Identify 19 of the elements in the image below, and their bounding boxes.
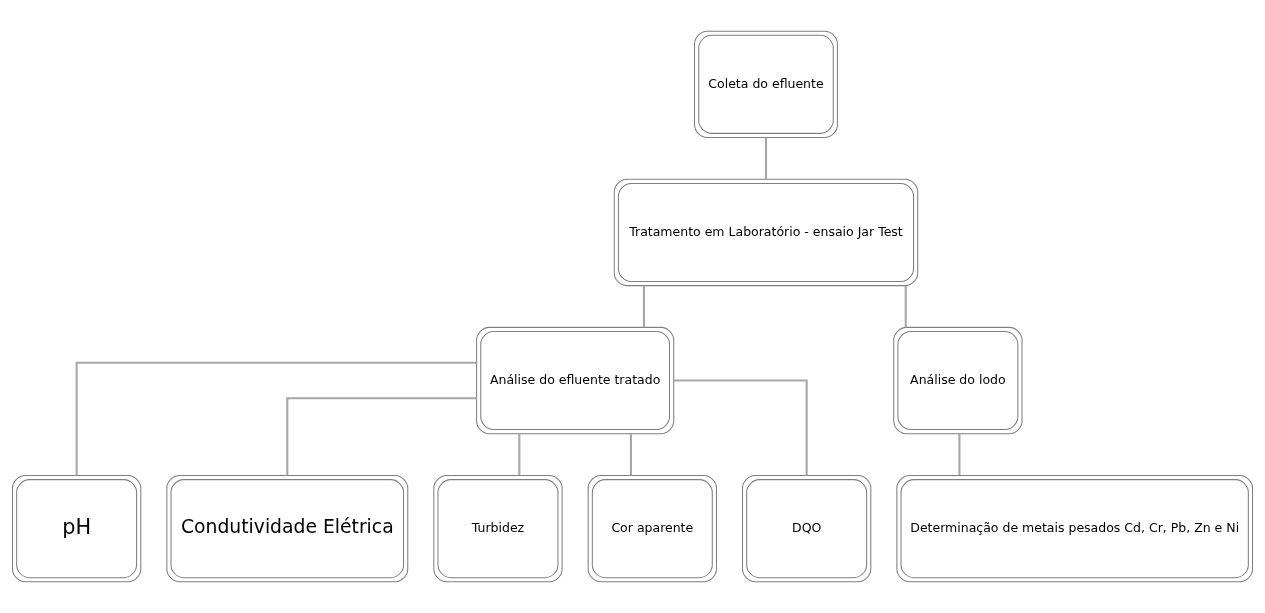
connector xyxy=(764,137,768,180)
connector xyxy=(674,379,808,476)
node-box: Determinação de metais pesados Cd, Cr, Pb, Zn e Ni xyxy=(896,474,1254,583)
connector xyxy=(518,434,521,476)
node-box: Coleta do efluente xyxy=(694,30,838,139)
node-box: Cor aparente xyxy=(587,474,717,583)
node-box: Condutividade Elétrica xyxy=(166,474,409,583)
connector xyxy=(75,361,477,476)
connector xyxy=(629,434,632,476)
connector xyxy=(286,397,477,476)
connector xyxy=(958,434,961,476)
node-box: Análise do efluente tratado xyxy=(476,326,675,435)
connector xyxy=(904,285,907,328)
node-box: DQO xyxy=(742,474,872,583)
node-box: Turbidez xyxy=(433,474,563,583)
node-box: pH xyxy=(11,474,142,583)
node-box: Análise do lodo xyxy=(893,326,1023,435)
connector xyxy=(642,285,645,328)
node-box: Tratamento em Laboratório - ensaio Jar Test xyxy=(613,178,919,287)
